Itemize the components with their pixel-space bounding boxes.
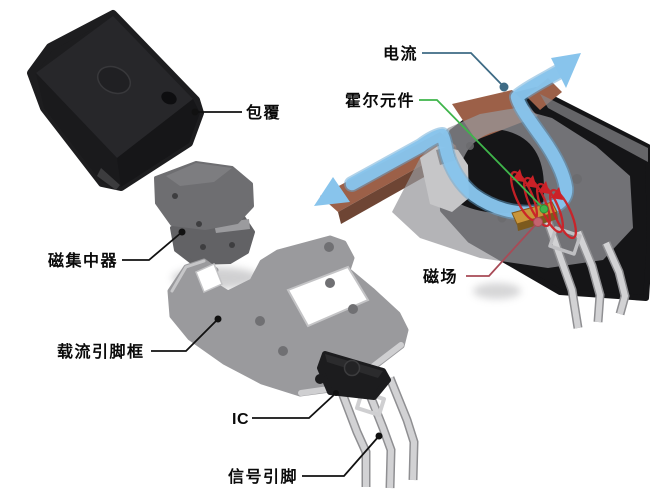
overmold-dimple <box>96 65 132 95</box>
overmold-hole <box>161 91 177 105</box>
overmold-label: 包覆 <box>246 103 281 122</box>
concentrator-hole <box>196 221 202 227</box>
concentrator-hole <box>200 244 206 250</box>
callouts: 包覆 磁集中器 载流引脚框 IC 信号引脚 电流 霍尔元件 磁场 <box>48 44 549 486</box>
leadframe-top-edge-highlight <box>170 259 206 293</box>
leadframe-leader-dot <box>214 315 222 323</box>
overmold-left-face <box>36 73 121 187</box>
magnetic-field-arrowheads <box>512 169 563 200</box>
concentrator-hole <box>229 242 235 248</box>
assembled-clamp-dimple <box>466 142 474 150</box>
current-label: 电流 <box>383 44 418 63</box>
assembled-sensor <box>314 53 650 329</box>
reflection-blur <box>473 283 521 299</box>
hall-element-leader-dot <box>539 204 549 214</box>
concentrator-leader <box>122 231 183 261</box>
leadframe-leader <box>151 318 219 352</box>
magnetic-field-leader <box>466 221 539 277</box>
leadframe-center-cutout <box>286 265 370 328</box>
overmold-leader-dot <box>191 108 199 116</box>
magnetic-field-label: 磁场 <box>423 267 458 286</box>
concentrator-label: 磁集中器 <box>48 251 118 270</box>
current-leader <box>422 52 505 88</box>
leadframe-part <box>167 235 409 397</box>
leadframe-hole <box>255 316 265 326</box>
leadframe-hole <box>324 242 334 252</box>
current-arrowhead-out <box>551 53 581 88</box>
leadframe-left-notch <box>195 262 223 294</box>
ic-leader-dot <box>333 390 339 396</box>
magnetic-field-leader-dot <box>533 217 543 227</box>
leadframe-hole <box>325 278 335 288</box>
assembled-clamp-right-arm <box>540 94 648 162</box>
ic-logo-mark <box>343 359 361 377</box>
hall-element-label: 霍尔元件 <box>345 91 415 110</box>
concentrator-part <box>154 161 255 265</box>
ic-body-nub <box>315 374 325 384</box>
overmold-right-face <box>117 99 200 187</box>
ic-label: IC <box>232 411 249 428</box>
assembled-tie-bar <box>548 226 582 256</box>
signal-pins-label: 信号引脚 <box>228 467 298 486</box>
signal-pins-leader <box>302 435 380 477</box>
assembled-signal-pins <box>543 220 630 329</box>
overmold-part <box>27 10 204 191</box>
ic-leader <box>252 392 337 419</box>
leadframe-hole <box>348 304 358 314</box>
current-leader-dot <box>499 82 509 92</box>
ic-legs <box>336 376 419 489</box>
concentrator-gap <box>214 219 250 233</box>
copper-bar-right <box>526 78 562 110</box>
assembled-clamp-dimple <box>572 174 582 184</box>
signal-pins-leader-dot <box>375 432 383 440</box>
concentrator-leader-dot <box>178 228 186 236</box>
overmold-bottom-highlight <box>97 168 120 190</box>
leadframe-label: 载流引脚框 <box>57 342 145 361</box>
hall-element-leader <box>419 99 545 210</box>
concentrator-hole <box>172 193 178 199</box>
leadframe-hole <box>278 346 288 356</box>
current-arrowhead-in <box>314 177 350 206</box>
ic-part <box>315 351 419 489</box>
concentrator-top-highlight <box>166 163 232 186</box>
